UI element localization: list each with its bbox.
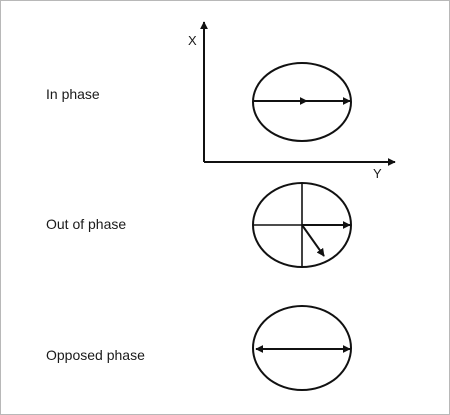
in-phase-figure [252, 62, 352, 142]
row-label-in-phase: In phase [46, 86, 100, 102]
opposed-phase-figure [252, 305, 352, 391]
x-axis-label: X [188, 33, 197, 48]
out-of-phase-figure [252, 182, 352, 268]
y-axis-label: Y [373, 166, 382, 181]
opposed-phase-ellipse [252, 305, 352, 391]
in-phase-ellipse [252, 62, 352, 142]
out-of-phase-arrow-diagonal [301, 224, 325, 257]
axes [200, 21, 396, 166]
row-label-out-of-phase: Out of phase [46, 216, 127, 232]
row-label-opposed-phase: Opposed phase [46, 347, 145, 363]
